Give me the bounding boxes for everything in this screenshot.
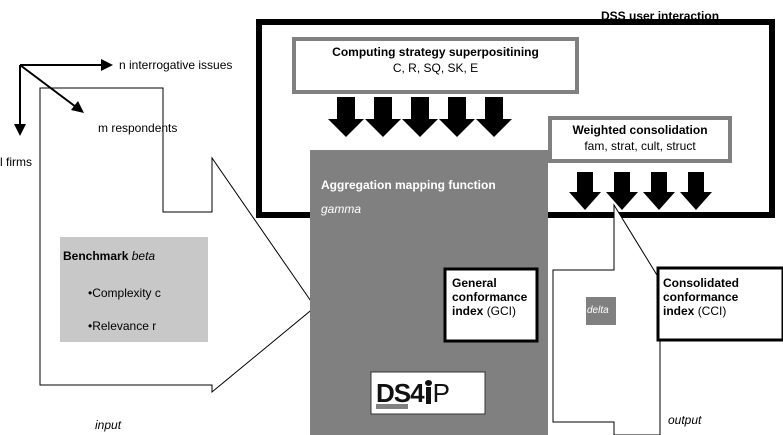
y-axis-arrowhead xyxy=(14,124,26,136)
cci-box xyxy=(656,266,783,342)
weighted-title: Weighted consolidation xyxy=(572,123,708,137)
x-axis-label: n interrogative issues xyxy=(119,58,233,72)
delta-box xyxy=(586,297,616,325)
cci-line: Consolidated xyxy=(663,276,740,290)
weighted-box xyxy=(548,116,732,163)
logo-i-glyph xyxy=(424,379,433,407)
weighted-arrow-4 xyxy=(680,172,712,210)
gci-abbr: (GCI) xyxy=(486,304,517,318)
weighted-arrow-2 xyxy=(606,172,638,210)
benchmark-item: •Relevance r xyxy=(88,319,157,333)
weighted-arrow-1 xyxy=(569,172,601,210)
strategy-arrow-5 xyxy=(476,97,512,137)
strategy-arrow-4 xyxy=(439,97,475,137)
benchmark-item: •Complexity c xyxy=(88,286,161,300)
strategy-arrow-3 xyxy=(402,97,438,137)
benchmark-heading: Benchmark beta xyxy=(63,249,155,263)
benchmark-box xyxy=(60,237,208,342)
input-label: input xyxy=(95,418,122,432)
y-axis-label: l firms xyxy=(0,155,32,169)
weighted-items: fam, strat, cult, struct xyxy=(584,139,696,153)
strategy-arrows xyxy=(328,97,512,137)
gci-line: conformance xyxy=(452,290,528,304)
weighted-arrows xyxy=(569,172,712,210)
aggregation-symbol: gamma xyxy=(321,202,362,216)
strategy-arrow-1 xyxy=(328,97,364,137)
strategy-arrow-2 xyxy=(365,97,401,137)
strategy-box xyxy=(292,37,579,94)
cci-line: conformance xyxy=(663,290,739,304)
cci-index-line: index (CCI) xyxy=(663,304,726,318)
dss-title: DSS user interaction xyxy=(601,9,720,23)
x-axis-arrowhead xyxy=(101,59,113,71)
gci-index-line: index (GCI) xyxy=(452,304,516,318)
logo-underline xyxy=(376,404,408,409)
delta-label: delta xyxy=(587,305,609,316)
cci-abbr: (CCI) xyxy=(697,304,727,318)
strategy-title: Computing strategy superpositining xyxy=(332,45,539,59)
aggregation-title: Aggregation mapping function xyxy=(321,178,496,192)
z-axis-arrowhead xyxy=(71,101,84,113)
cci-line: index xyxy=(663,304,695,318)
strategy-items: C, R, SQ, SK, E xyxy=(392,61,479,75)
benchmark-symbol: beta xyxy=(131,249,156,263)
gci-line: index xyxy=(452,304,484,318)
z-axis-line xyxy=(19,64,77,108)
logo-text-left: DS4 xyxy=(376,378,425,408)
z-axis-label: m respondents xyxy=(98,121,178,135)
output-label: output xyxy=(668,413,702,427)
gci-line: General xyxy=(452,276,497,290)
gci-box xyxy=(443,267,539,343)
axes xyxy=(14,59,113,136)
weighted-arrow-3 xyxy=(643,172,675,210)
benchmark-title: Benchmark xyxy=(63,249,129,263)
logo-text-right: P xyxy=(432,378,450,408)
